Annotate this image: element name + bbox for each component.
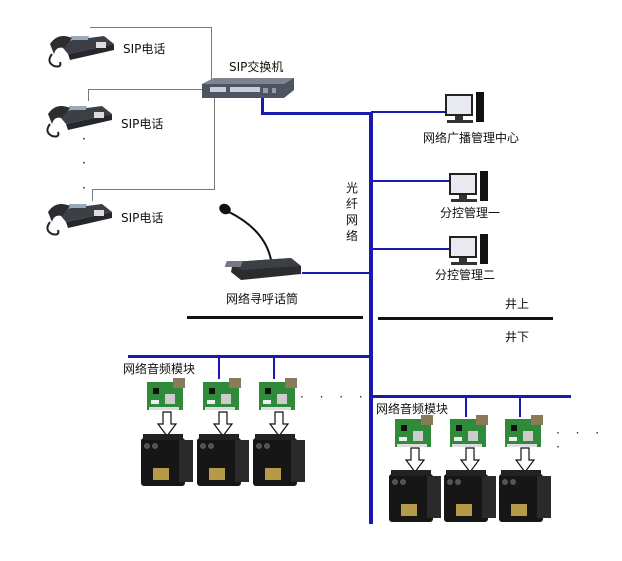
- phone-line: [88, 89, 213, 90]
- sip-phone-icon: [46, 106, 112, 138]
- sip-phone-label: SIP电话: [123, 42, 166, 56]
- sip-phone-label: SIP电话: [121, 117, 164, 131]
- phone-line: [214, 93, 215, 189]
- down-arrow-icon: [459, 447, 481, 477]
- uplink-line: [261, 112, 371, 115]
- phone-ellipsis-dot: ·: [82, 156, 86, 170]
- explosion-proof-speaker-icon: [497, 468, 553, 528]
- group-bus: [371, 395, 571, 398]
- pc-label: 分控管理一: [440, 206, 501, 220]
- above-ground-label: 井上: [505, 297, 530, 311]
- sip-phone-icon: [48, 36, 114, 68]
- computer-icon: [445, 92, 484, 123]
- down-arrow-icon: [212, 411, 234, 441]
- audio-module-board-icon: [145, 378, 189, 416]
- computer-icon: [449, 234, 488, 265]
- audio-module-group-label: 网络音频模块: [123, 362, 196, 376]
- pc-label: 分控管理二: [435, 268, 496, 282]
- phone-ellipsis-dot: ·: [82, 132, 86, 146]
- fiber-backbone: [369, 112, 373, 524]
- phone-line: [88, 89, 89, 101]
- audio-module-board-icon: [448, 415, 492, 453]
- pc-link: [371, 248, 449, 250]
- computer-icon: [449, 171, 488, 202]
- down-arrow-icon: [156, 411, 178, 441]
- explosion-proof-speaker-icon: [387, 468, 443, 528]
- module-drop-line: [218, 357, 220, 379]
- mic-link: [302, 272, 371, 274]
- audio-module-group-label: 网络音频模块: [376, 402, 449, 416]
- explosion-proof-speaker-icon: [139, 432, 195, 492]
- underground-label: 井下: [505, 330, 530, 344]
- phone-line: [92, 189, 93, 201]
- more-modules-ellipsis: · · · ·: [556, 426, 606, 454]
- more-modules-ellipsis: · · · · ·: [300, 390, 389, 404]
- phone-ellipsis-dot: ·: [82, 181, 86, 195]
- fiber-label-char: 络: [345, 229, 358, 243]
- group-bus: [128, 355, 371, 358]
- down-arrow-icon: [268, 411, 290, 441]
- paging-microphone-icon: [219, 203, 301, 280]
- module-drop-line: [465, 397, 467, 417]
- down-arrow-icon: [404, 447, 426, 477]
- surface-boundary-line: [187, 316, 363, 319]
- pc-link: [371, 180, 449, 182]
- explosion-proof-speaker-icon: [442, 468, 498, 528]
- audio-module-board-icon: [257, 378, 301, 416]
- phone-line: [90, 27, 212, 28]
- fiber-network-label: 光 纤 网 络: [345, 180, 359, 244]
- audio-module-board-icon: [201, 378, 245, 416]
- sip-phone-label: SIP电话: [121, 211, 164, 225]
- audio-module-board-icon: [503, 415, 547, 453]
- sip-switch-label: SIP交换机: [229, 60, 284, 74]
- fiber-label-char: 纤: [345, 197, 358, 211]
- pc-link: [371, 111, 447, 113]
- fiber-label-char: 网: [345, 213, 358, 227]
- pc-label: 网络广播管理中心: [423, 131, 520, 145]
- audio-module-board-icon: [393, 415, 437, 453]
- module-drop-line: [519, 397, 521, 417]
- network-switch-icon: [202, 78, 294, 98]
- paging-mic-label: 网络寻呼话筒: [226, 292, 299, 306]
- explosion-proof-speaker-icon: [195, 432, 251, 492]
- fiber-label-char: 光: [345, 181, 358, 195]
- uplink-line: [261, 98, 264, 114]
- down-arrow-icon: [514, 447, 536, 477]
- module-drop-line: [273, 357, 275, 379]
- phone-line: [92, 189, 215, 190]
- explosion-proof-speaker-icon: [251, 432, 307, 492]
- sip-phone-icon: [46, 204, 112, 236]
- phone-line: [211, 27, 212, 89]
- surface-boundary-line: [378, 317, 553, 320]
